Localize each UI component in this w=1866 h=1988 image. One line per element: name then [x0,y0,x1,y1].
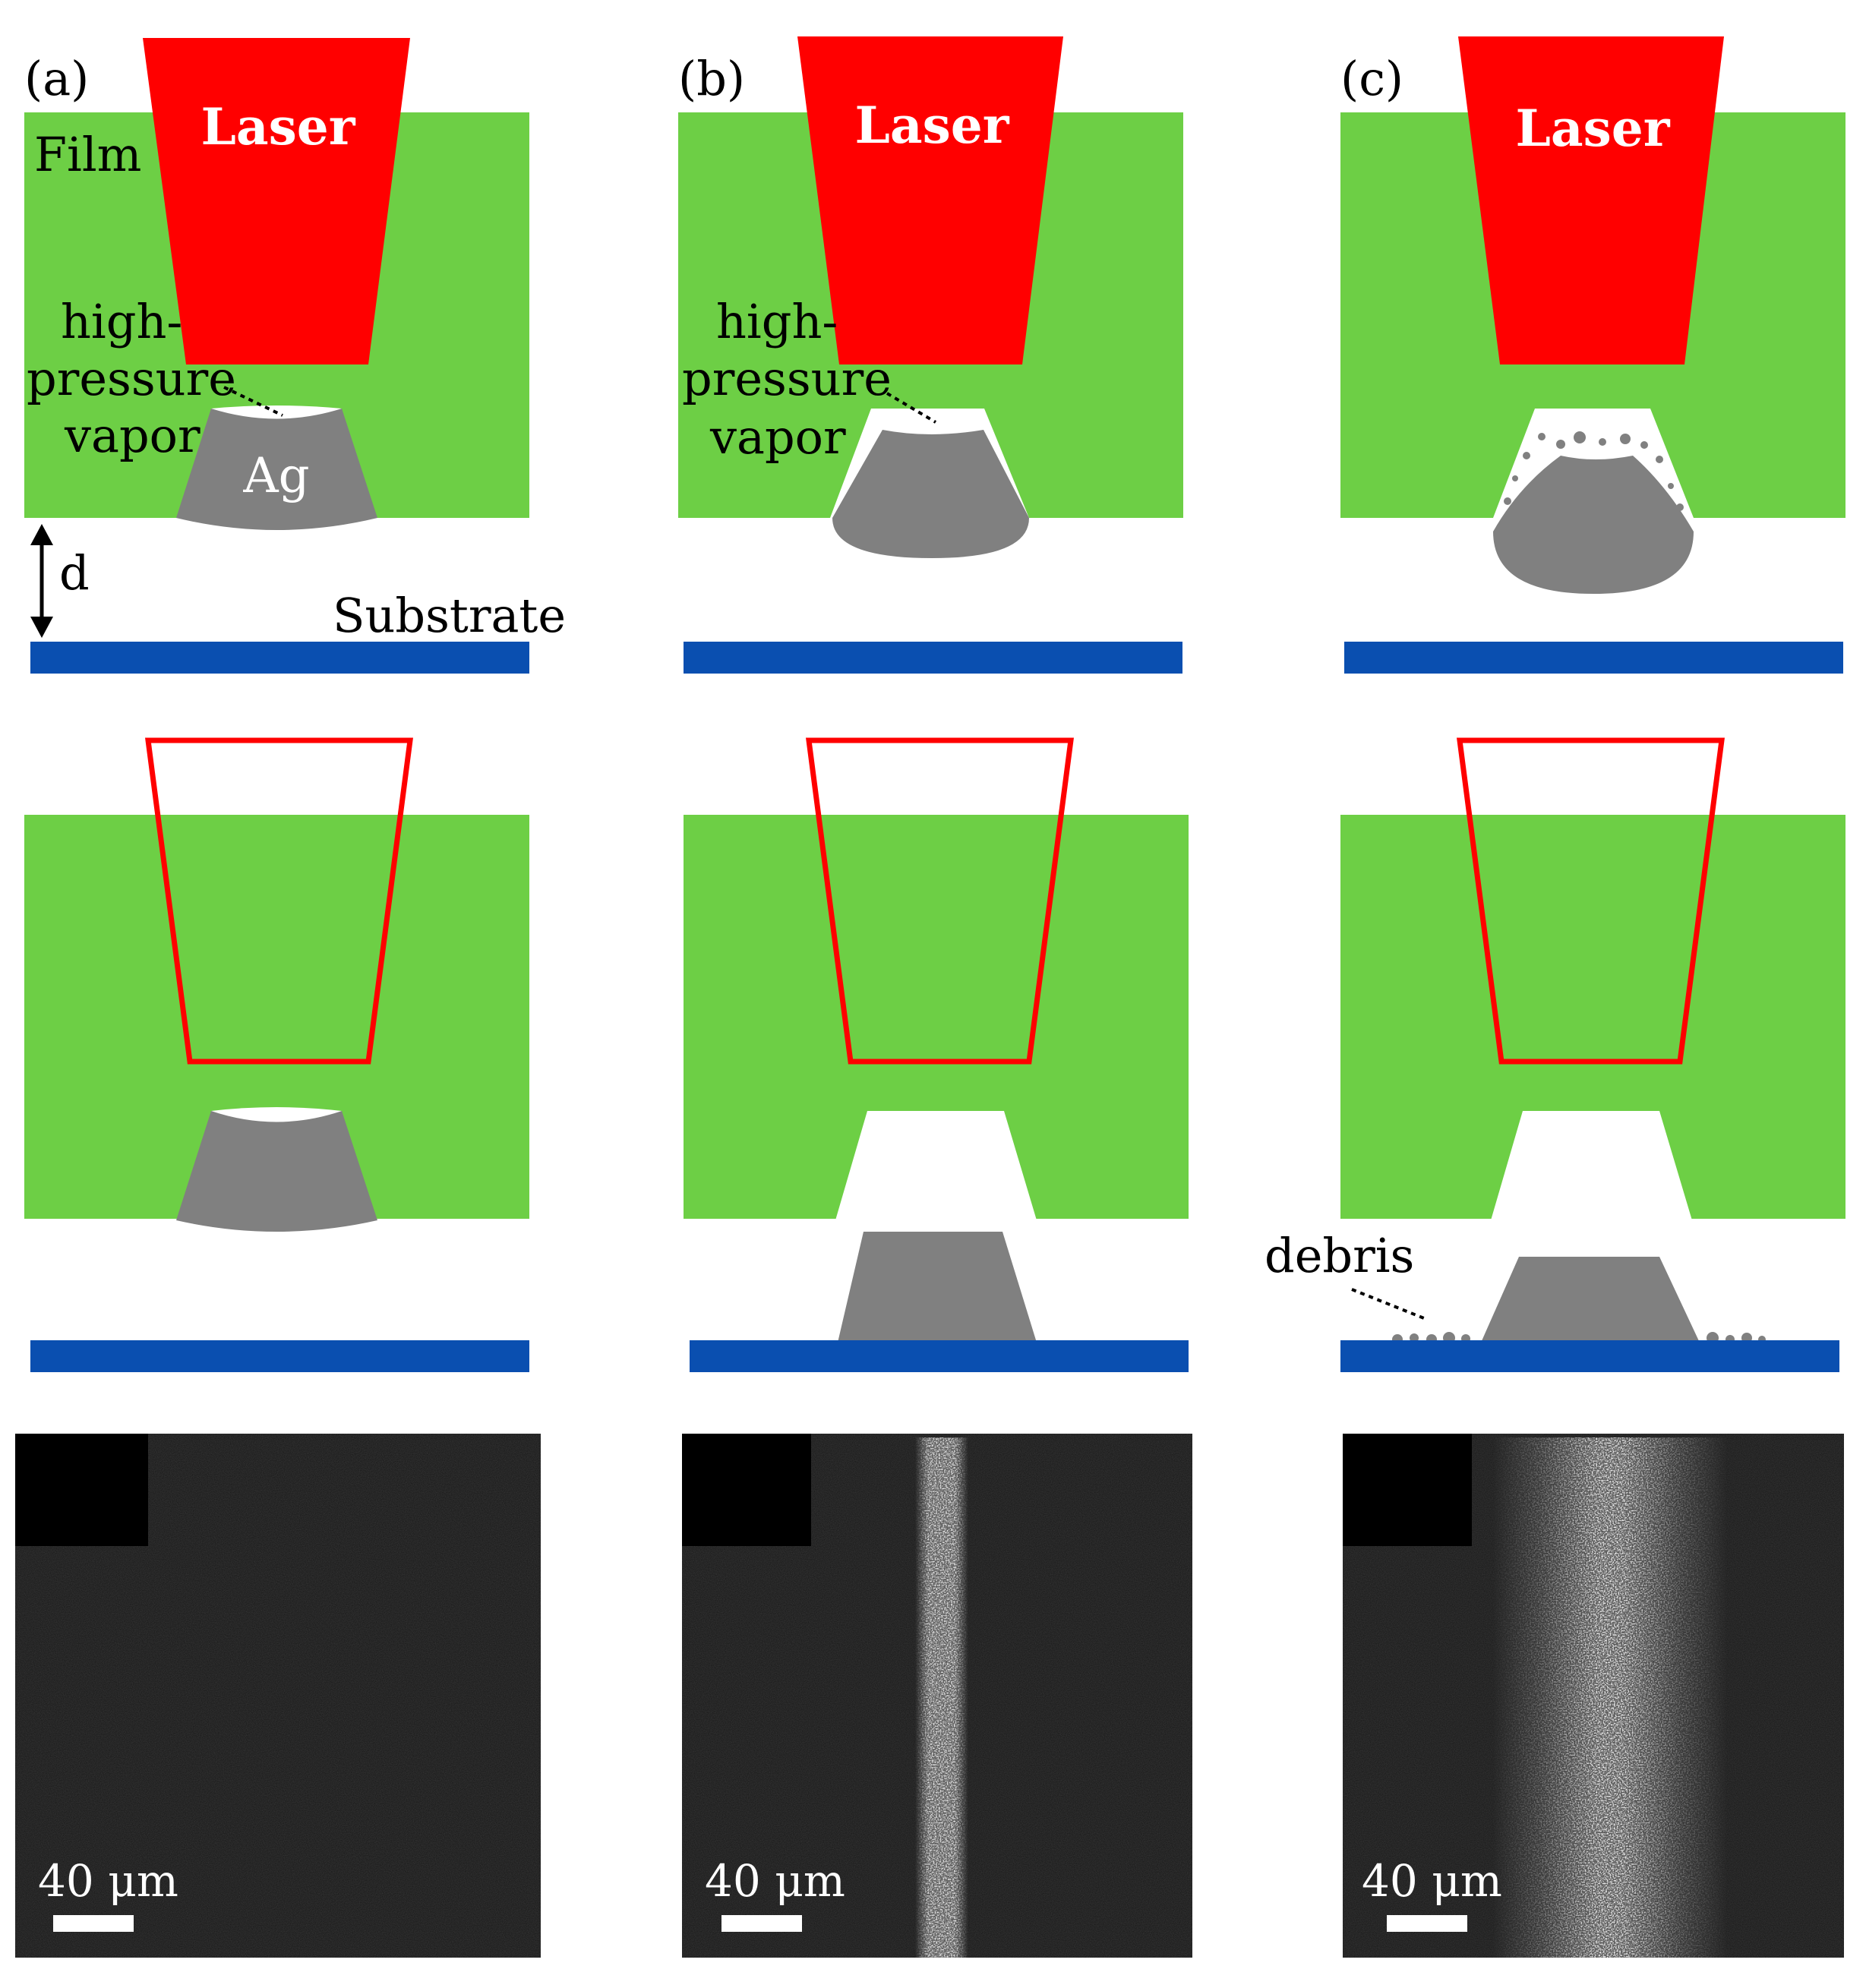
d-label: d [59,545,90,601]
micrograph-b: 40 μm [682,1434,1192,1958]
inset-blank [15,1434,148,1546]
laser-outline [1457,737,1725,1065]
transferred-silver [838,1232,1037,1343]
panel-label-c: (c) [1340,51,1403,106]
micrograph-a: 40 μm [15,1434,541,1958]
film-hole [835,1111,1037,1220]
pressure-label: pressure [682,351,892,406]
laser-beam [143,38,410,364]
laser-label: Laser [854,96,1009,155]
micrograph-c: 40 μm [1343,1434,1844,1958]
film-hole [1491,1111,1692,1220]
panel-a-top: Laser (a) Film high- pressure vapor Ag d… [24,38,566,674]
substrate [684,642,1182,674]
film-label: Film [34,127,141,182]
arrowhead-down [30,617,53,638]
silver-droplet [1493,456,1694,594]
inset-blank [1343,1434,1472,1546]
vapor-label: vapor [64,408,200,463]
substrate [1344,642,1843,674]
scale-bar-label: 40 μm [38,1855,178,1907]
panel-b-top: Laser (b) high- pressure vapor [678,36,1183,674]
substrate [1340,1340,1839,1372]
laser-label: Laser [1515,99,1670,158]
vapor-particles [1504,431,1684,511]
vapor-pointer [223,386,283,417]
scale-bar-label: 40 μm [1362,1855,1502,1907]
substrate [30,1340,529,1372]
scale-bar [721,1915,802,1932]
panel-a-middle [24,737,529,1372]
panel-c-middle: debris [1265,737,1845,1372]
scale-bar [53,1915,134,1932]
scale-bar-label: 40 μm [705,1855,845,1907]
laser-outline [806,737,1074,1065]
substrate [30,642,529,674]
scale-bar [1387,1915,1467,1932]
debris-pointer [1351,1288,1429,1321]
silver-droplet [176,1111,377,1232]
laser-outline [145,737,413,1065]
inset-blank [682,1434,811,1546]
panel-label-a: (a) [24,51,89,106]
laser-beam [1458,36,1724,364]
transferred-silver [1481,1257,1700,1343]
pressure-label: pressure [27,351,236,406]
laser-label: Laser [200,97,355,156]
panel-label-b: (b) [678,51,745,106]
silver-droplet [832,430,1029,558]
high-label: high- [61,294,182,349]
ag-label: Ag [242,448,309,504]
debris-label: debris [1265,1228,1414,1283]
silver-droplet [176,409,377,530]
vapor-label: vapor [709,409,846,465]
panel-b-middle [684,737,1189,1372]
substrate-label: Substrate [333,588,566,643]
panel-c-top: Laser (c) [1340,36,1845,674]
vapor-pointer [886,392,937,424]
laser-beam [797,36,1063,364]
substrate [690,1340,1189,1372]
high-label: high- [716,294,838,349]
vapor-pocket [211,1107,342,1122]
arrowhead-up [30,524,53,545]
